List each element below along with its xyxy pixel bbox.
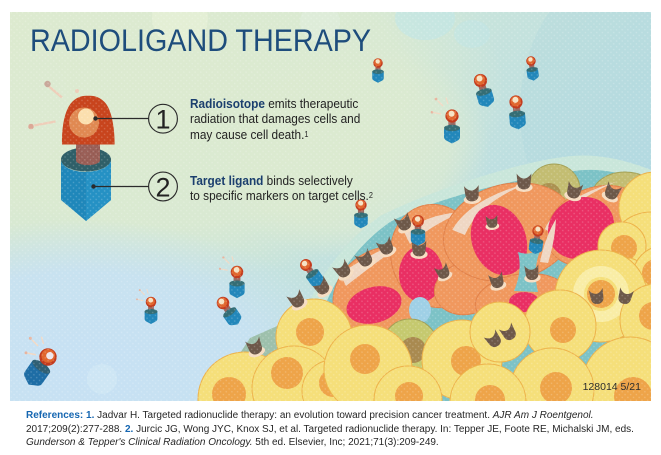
svg-text:1: 1 — [155, 105, 170, 135]
svg-text:2: 2 — [155, 172, 170, 202]
